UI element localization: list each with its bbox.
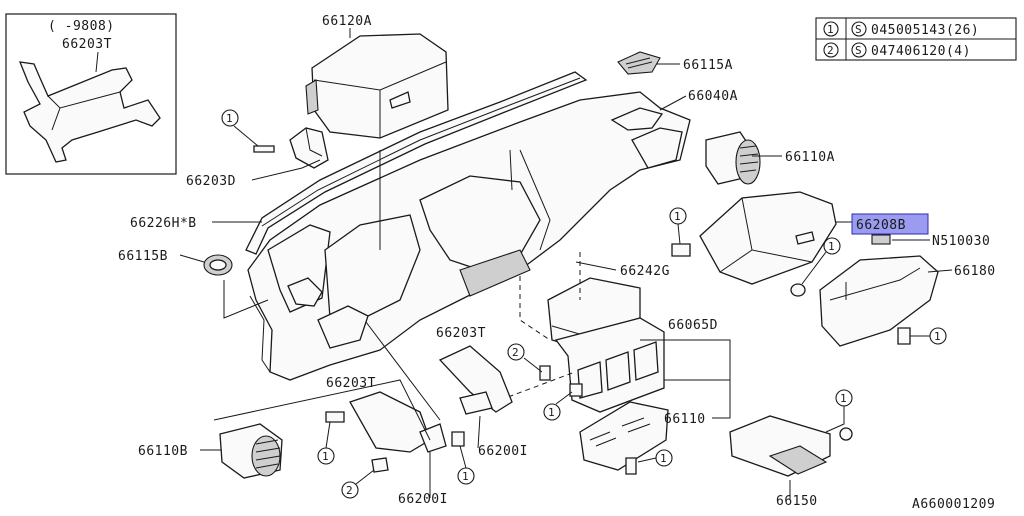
- inset-part-label: 66203T: [62, 37, 112, 52]
- label-66203T-lower: 66203T: [326, 376, 376, 391]
- label-N510030: N510030: [932, 234, 990, 249]
- label-66115A: 66115A: [683, 58, 733, 73]
- svg-text:1: 1: [226, 112, 233, 125]
- label-66200I-bottom: 66200I: [398, 492, 448, 507]
- svg-text:1: 1: [322, 450, 329, 463]
- svg-text:1: 1: [934, 330, 941, 343]
- fastener-legend: 1 S 045005143(26) 2 S 047406120(4): [815, 17, 1017, 61]
- label-66180: 66180: [954, 264, 996, 279]
- part-labels: 66120A 66115A 66040A 66110A 66203D 66226…: [118, 14, 996, 512]
- svg-text:2: 2: [346, 484, 353, 497]
- label-66150: 66150: [776, 494, 818, 509]
- label-66040A: 66040A: [688, 89, 738, 104]
- legend-2-s: S: [855, 44, 862, 57]
- legend-1-number: 1: [827, 23, 834, 36]
- svg-text:1: 1: [660, 452, 667, 465]
- legend-2-number: 2: [827, 44, 834, 57]
- dashboard-pad-strip: [245, 71, 588, 255]
- meter-hood-66120A: [305, 33, 449, 139]
- leader-lines: [179, 28, 953, 500]
- center-cluster-66065D: [499, 252, 665, 413]
- label-66200I-right: 66200I: [478, 444, 528, 459]
- label-66110: 66110: [664, 412, 706, 427]
- svg-text:2: 2: [512, 346, 519, 359]
- svg-text:1: 1: [840, 392, 847, 405]
- inset-box: ( -9808) 66203T: [5, 13, 177, 175]
- pocket-66150: 1: [729, 389, 853, 477]
- label-66115B: 66115B: [118, 249, 168, 264]
- label-66110B: 66110B: [138, 444, 188, 459]
- label-66120A: 66120A: [322, 14, 372, 29]
- label-66203D: 66203D: [186, 174, 236, 189]
- label-66065D: 66065D: [668, 318, 718, 333]
- svg-text:1: 1: [462, 470, 469, 483]
- vent-66110A: [705, 131, 761, 185]
- label-66242G: 66242G: [620, 264, 670, 279]
- meter-panel-66180: 1: [819, 255, 947, 347]
- diagram-code: A660001209: [912, 497, 995, 512]
- svg-text:1: 1: [548, 406, 555, 419]
- label-66203T-upper: 66203T: [436, 326, 486, 341]
- lower-brackets: 2 1 1 1 2: [213, 150, 583, 499]
- cluster-cover-66208B: 1 1: [669, 191, 891, 297]
- vent-66110: 1: [579, 401, 673, 475]
- inset-date-range: ( -9808): [48, 19, 115, 34]
- legend-2-code: 047406120(4): [871, 44, 971, 59]
- label-66208B: 66208B: [856, 218, 906, 233]
- label-66110A: 66110A: [785, 150, 835, 165]
- label-66226HB: 66226H*B: [130, 216, 197, 231]
- svg-text:1: 1: [674, 210, 681, 223]
- legend-1-code: 045005143(26): [871, 23, 979, 38]
- bracket-66203D: 1: [221, 109, 329, 169]
- vent-66110B: [219, 423, 283, 479]
- grille-66115B: [203, 254, 269, 319]
- legend-1-s: S: [855, 23, 862, 36]
- label-highlight: [851, 213, 929, 235]
- dashboard-panel: [247, 91, 691, 381]
- svg-text:1: 1: [828, 240, 835, 253]
- grille-66115A: [617, 51, 661, 75]
